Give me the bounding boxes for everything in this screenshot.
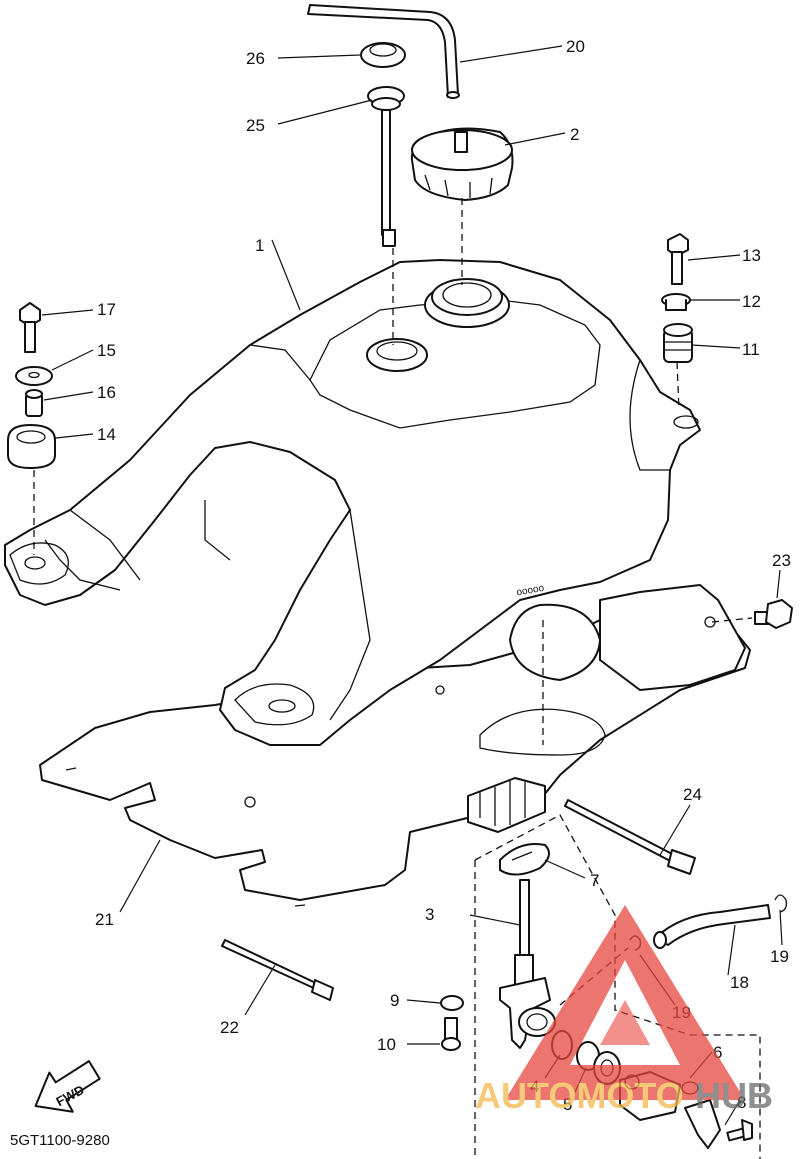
watermark-triangle-icon xyxy=(505,905,745,1100)
collar-12 xyxy=(661,293,691,311)
gauge-seal xyxy=(360,42,406,68)
callout-20: 20 xyxy=(566,37,585,56)
washer-15 xyxy=(15,366,53,386)
callout-26: 26 xyxy=(246,49,265,68)
callout-16: 16 xyxy=(97,383,116,402)
callout-9: 9 xyxy=(390,991,399,1010)
watermark-text-right: HUB xyxy=(695,1075,773,1116)
collar-16 xyxy=(25,389,43,417)
diagram-code: 5GT1100-9280 xyxy=(10,1132,110,1149)
cable-tie-22 xyxy=(221,939,334,1001)
screw-8 xyxy=(726,1119,753,1142)
callout-15: 15 xyxy=(97,341,116,360)
callout-24: 24 xyxy=(683,785,702,804)
tank-side-bracket xyxy=(599,584,746,691)
damper-14 xyxy=(7,424,56,469)
callout-5: 5 xyxy=(563,1095,572,1114)
rubber-block xyxy=(467,777,546,833)
bolt-13 xyxy=(667,233,689,285)
damper-11 xyxy=(663,323,693,363)
svg-text:ooooo: ooooo xyxy=(516,583,546,599)
cable-tie-24 xyxy=(564,799,696,875)
strainer-7 xyxy=(499,843,550,876)
hose-clip-19b xyxy=(774,894,788,913)
callout-11: 11 xyxy=(742,340,760,359)
callout-10: 10 xyxy=(377,1035,396,1054)
callout-6: 6 xyxy=(713,1043,722,1062)
bolt-17 xyxy=(19,302,41,353)
callout-19b: 19 xyxy=(770,947,789,966)
callout-18: 18 xyxy=(730,973,749,992)
screw-10 xyxy=(441,1017,461,1051)
callout-12: 12 xyxy=(742,292,761,311)
callout-22: 22 xyxy=(220,1018,239,1037)
callout-17: 17 xyxy=(97,300,116,319)
callout-2: 2 xyxy=(570,125,579,144)
callout-7: 7 xyxy=(590,871,599,890)
fuel-cap xyxy=(410,127,514,201)
watermark-text-left: AUTOMOTO xyxy=(475,1075,684,1116)
bolt-23 xyxy=(754,599,793,629)
washer-9 xyxy=(440,995,464,1011)
callout-23: 23 xyxy=(772,551,791,570)
callout-25: 25 xyxy=(246,116,265,135)
callout-3: 3 xyxy=(425,905,434,924)
fwd-arrow-icon: FWD xyxy=(34,1060,101,1113)
watermark-logo: AUTOMOTO HUB xyxy=(475,905,773,1116)
callout-1: 1 xyxy=(255,236,264,255)
callout-14: 14 xyxy=(97,425,116,444)
callout-21: 21 xyxy=(95,910,114,929)
fuel-tank xyxy=(4,259,701,746)
fuel-gauge xyxy=(367,86,405,247)
callout-13: 13 xyxy=(742,246,761,265)
callout-8: 8 xyxy=(737,1093,746,1112)
fuel-hose xyxy=(654,904,771,946)
fuel-cock xyxy=(499,879,556,1049)
